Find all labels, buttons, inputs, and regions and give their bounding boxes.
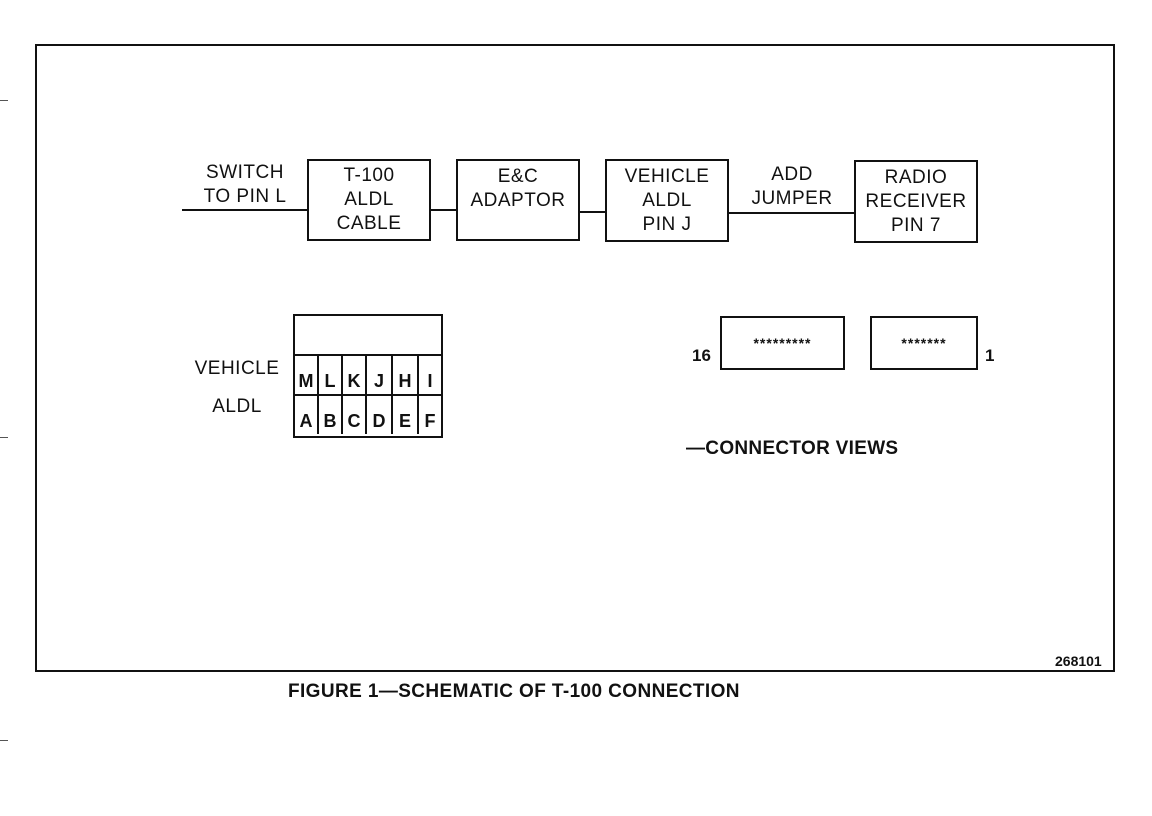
aldl-pin-grid: M L K J H I A B C D E F <box>293 314 443 438</box>
figure-caption: FIGURE 1—SCHEMATIC OF T-100 CONNECTION <box>288 681 740 702</box>
ec-adaptor-block: E&C ADAPTOR <box>456 159 580 241</box>
jumper-label-line: ADD <box>771 164 813 185</box>
margin-tick <box>0 740 8 741</box>
pin-a: A <box>295 394 319 434</box>
pin-i: I <box>427 371 433 391</box>
radio-receiver-block: RADIO RECEIVER PIN 7 <box>854 160 978 243</box>
block-line: ADAPTOR <box>470 190 566 211</box>
block-line: ALDL <box>642 189 692 211</box>
pin-h: H <box>393 354 419 394</box>
switch-label-line: TO PIN L <box>203 186 287 207</box>
block-line: PIN J <box>642 213 692 235</box>
pin-e: E <box>393 394 419 434</box>
block-line: E&C <box>497 166 539 187</box>
block-line: ALDL <box>344 189 394 210</box>
jumper-wire <box>729 212 855 214</box>
pin-l: L <box>319 354 343 394</box>
pin-j: J <box>367 354 393 394</box>
margin-tick <box>0 100 8 101</box>
connector-1-pin-view: ******* <box>870 316 978 370</box>
pin-d: D <box>367 394 393 434</box>
vehicle-aldl-label: VEHICLE ALDL <box>188 350 286 426</box>
switch-label: SWITCH TO PIN L <box>190 161 300 209</box>
figure-frame <box>35 44 1115 672</box>
block-line: VEHICLE <box>624 165 710 187</box>
t100-aldl-cable-block: T-100 ALDL CABLE <box>307 159 431 241</box>
vehicle-aldl-pin-j-block: VEHICLE ALDL PIN J <box>605 159 729 242</box>
switch-label-line: SWITCH <box>206 162 284 183</box>
pin-b: B <box>319 394 343 434</box>
pin-m: M <box>295 354 319 394</box>
jumper-label-line: JUMPER <box>751 188 833 209</box>
figure-number: 268101 <box>1055 653 1102 669</box>
pin-f: F <box>419 394 441 434</box>
block-line: RADIO <box>884 166 948 188</box>
block-line: CABLE <box>336 213 402 234</box>
connector-pin-1-label: 1 <box>985 346 995 365</box>
connector-16-pin-view: ********* <box>720 316 845 370</box>
aldl-label-line: VEHICLE <box>194 358 280 379</box>
block-line: RECEIVER <box>865 190 967 212</box>
wire-adaptor-vehicle <box>580 211 606 213</box>
switch-wire <box>182 209 308 211</box>
add-jumper-label: ADD JUMPER <box>736 163 848 211</box>
connector-pin-16-label: 16 <box>692 346 711 365</box>
pin-c: C <box>343 394 367 434</box>
aldl-label-line: ALDL <box>212 396 262 417</box>
connector-views-caption: —CONNECTOR VIEWS <box>686 438 899 459</box>
margin-tick <box>0 437 8 438</box>
aldl-header-band <box>295 316 441 356</box>
block-line: T-100 <box>343 165 395 186</box>
wire-cable-adaptor <box>431 209 457 211</box>
pin-k: K <box>343 354 367 394</box>
block-line: PIN 7 <box>890 214 942 236</box>
